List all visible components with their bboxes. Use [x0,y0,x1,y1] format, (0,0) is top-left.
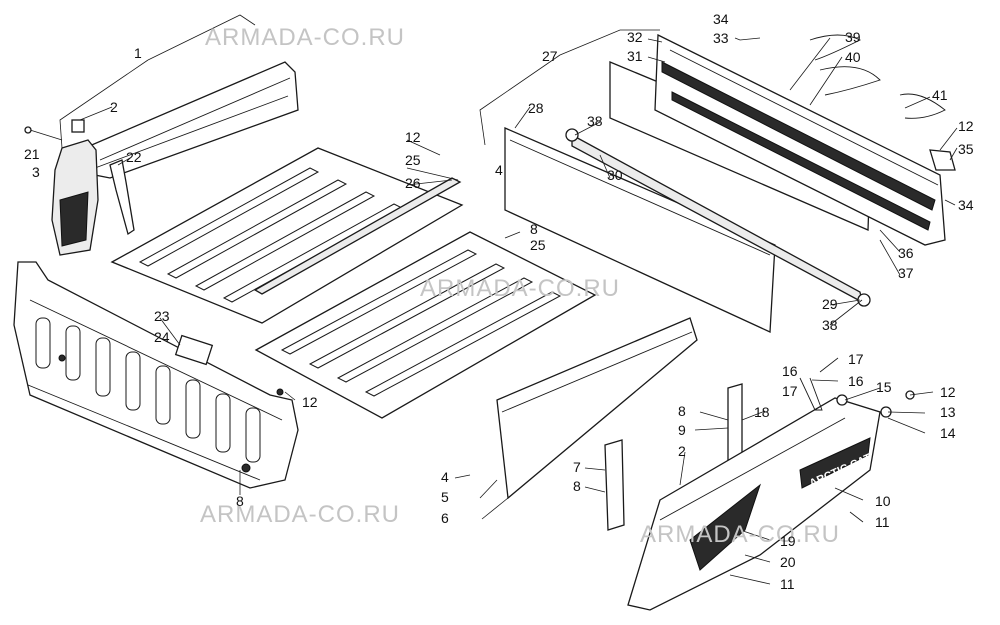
callout: 24 [154,329,170,345]
callout: 25 [405,152,421,168]
floor-grooves-front [138,167,404,303]
callout: 31 [627,48,643,64]
side-panel-assembly [504,33,956,333]
callout: 12 [958,118,974,134]
callout: 26 [405,175,421,191]
callout: 20 [780,554,796,570]
callout: 21 [24,146,40,162]
callout: 2 [110,99,118,115]
callout: 8 [236,493,244,509]
callout: 37 [898,265,914,281]
callout: 2 [678,443,686,459]
callout: 12 [405,129,421,145]
floor-grooves-rear [280,249,562,397]
callout: 34 [713,11,729,27]
callout: 13 [940,404,956,420]
callout: 34 [958,197,974,213]
callout: 12 [302,394,318,410]
callout: 16 [848,373,864,389]
lower-side-panel: ARCTIC CAT [496,317,915,611]
callout: 8 [573,478,581,494]
watermarks: ARMADA-CO.RU ARMADA-CO.RU ARMADA-CO.RU A… [200,24,840,548]
callout: 25 [530,237,546,253]
callout: 41 [932,87,948,103]
callout-labels: 1 2 21 3 22 12 25 26 8 25 23 24 12 8 27 … [24,11,974,592]
callout: 5 [441,489,449,505]
callout: 29 [822,296,838,312]
callout: 19 [780,533,796,549]
callout: 40 [845,49,861,65]
callout: 32 [627,29,643,45]
watermark: ARMADA-CO.RU [200,501,400,528]
callout: 36 [898,245,914,261]
callout: 7 [573,459,581,475]
callout: 3 [32,164,40,180]
callout: 18 [754,404,770,420]
callout: 8 [678,403,686,419]
callout: 22 [126,149,142,165]
callout: 14 [940,425,956,441]
callout: 17 [848,351,864,367]
callout: 27 [542,48,558,64]
rear-panel-assembly [13,261,299,489]
callout: 8 [530,221,538,237]
rear-panel-ribs [35,317,261,463]
callout: 12 [940,384,956,400]
callout: 6 [441,510,449,526]
callout: 38 [822,317,838,333]
bed-floor-rear [254,231,597,419]
callout: 39 [845,29,861,45]
callout: 9 [678,422,686,438]
callout: 11 [875,514,890,530]
callout: 28 [528,100,544,116]
watermark: ARMADA-CO.RU [640,521,840,548]
callout: 17 [782,383,798,399]
callout: 23 [154,308,170,324]
callout: 10 [875,493,891,509]
front-panel-assembly [24,61,299,256]
callout: 33 [713,30,729,46]
watermark: ARMADA-CO.RU [205,24,405,51]
leader-lines [59,14,958,585]
callout: 4 [441,469,449,485]
callout: 4 [495,162,503,178]
callout: 35 [958,141,974,157]
callout: 16 [782,363,798,379]
bed-floor-front [110,147,464,324]
callout: 38 [587,113,603,129]
watermark: ARMADA-CO.RU [420,275,620,302]
callout: 30 [607,167,623,183]
callout: 15 [876,379,892,395]
callout: 11 [780,576,795,592]
callout: 1 [134,45,142,61]
